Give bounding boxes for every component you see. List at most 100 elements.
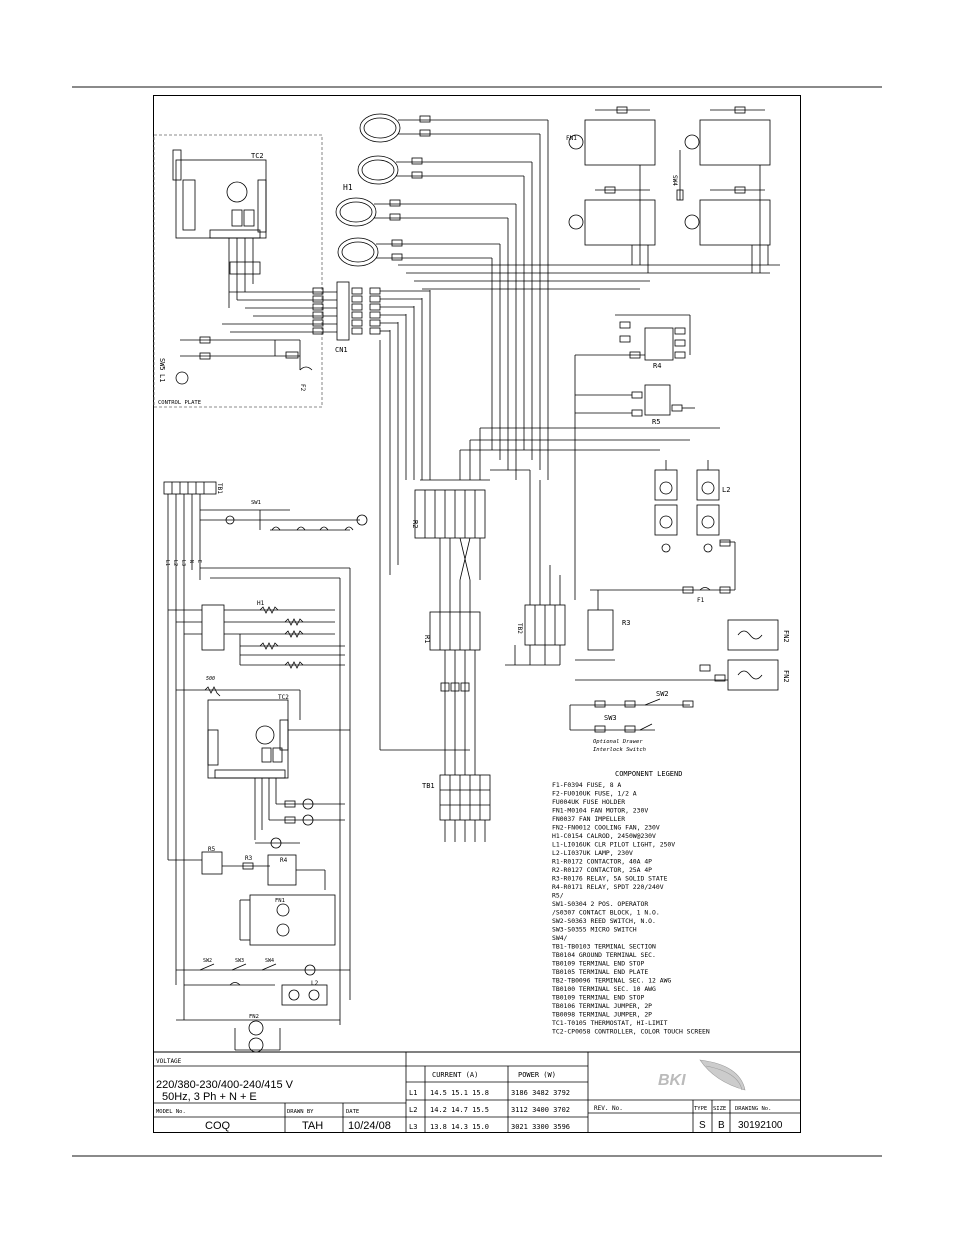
fn2-cooling-fan-1 bbox=[727, 619, 779, 651]
legend-line: SW1-S0304 2 POS. OPERATOR bbox=[552, 900, 648, 908]
legend-line: FU004UK FUSE HOLDER bbox=[552, 798, 625, 806]
voltage-value: 220/380-230/400-240/415 V bbox=[156, 1079, 294, 1091]
row-l1-power: 3186 3482 3792 bbox=[511, 1089, 570, 1097]
label-drawer-note-1: Optional Drawer bbox=[593, 739, 643, 745]
legend-line: FN2-FN0012 COOLING FAN, 230V bbox=[552, 824, 660, 832]
legend-title: COMPONENT LEGEND bbox=[615, 770, 682, 778]
drawn-value: TAH bbox=[302, 1120, 323, 1132]
row-l1-line: L1 bbox=[409, 1089, 417, 1097]
label-h1-top: H1 bbox=[343, 183, 353, 192]
r3-relay bbox=[587, 609, 614, 651]
label-drawer-note-2: Interlock Switch bbox=[593, 747, 646, 753]
label-fn2a: FN2 bbox=[782, 630, 790, 643]
label-l2-bus: L2 bbox=[172, 560, 178, 566]
schematic-frame bbox=[153, 95, 801, 1133]
type-label: TYPE bbox=[694, 1106, 707, 1112]
label-fn1: FN1 bbox=[566, 135, 577, 142]
legend-line: TB0104 GROUND TERMINAL SEC. bbox=[552, 951, 656, 959]
label-n-bus: N bbox=[188, 560, 194, 563]
control-plate-enclosure bbox=[153, 134, 323, 408]
size-value: B bbox=[718, 1120, 725, 1131]
label-r5: R5 bbox=[652, 418, 660, 426]
fn1-fan-block-1 bbox=[584, 119, 656, 166]
legend-line: FN0037 FAN IMPELLER bbox=[552, 815, 625, 823]
label-r2: R2 bbox=[411, 520, 419, 528]
label-fn2b: FN2 bbox=[782, 670, 790, 683]
legend-line: SW2-S0363 REED SWITCH, N.O. bbox=[552, 917, 656, 925]
r5-relay-left bbox=[201, 851, 223, 875]
legend-line: FN1-M0104 FAN MOTOR, 230V bbox=[552, 807, 648, 815]
row-l3-line: L3 bbox=[409, 1123, 417, 1131]
legend-line: F1-F0394 FUSE, 8 A bbox=[552, 781, 621, 789]
label-r1: R1 bbox=[423, 635, 431, 643]
label-r4-left: R4 bbox=[280, 857, 288, 864]
legend-line: TB2-TB0096 TERMINAL SEC. 12 AWG bbox=[552, 977, 671, 985]
drawing-label: DRAWING No. bbox=[735, 1106, 771, 1112]
legend-line: TB0106 TERMINAL JUMPER, 2P bbox=[552, 1002, 652, 1010]
label-r4: R4 bbox=[653, 362, 661, 370]
legend-line: H1-C0154 CALROD, 2450W@230V bbox=[552, 832, 656, 840]
legend-line: TB0098 TERMINAL JUMPER, 2P bbox=[552, 1011, 652, 1019]
r1-contactor bbox=[429, 611, 481, 651]
label-cn1: CN1 bbox=[335, 346, 348, 354]
date-label: DATE bbox=[346, 1109, 359, 1115]
legend-line: SW3-S0355 MICRO SWITCH bbox=[552, 926, 637, 934]
legend-line: SW4/ bbox=[552, 934, 568, 942]
row-l2-line: L2 bbox=[409, 1106, 417, 1114]
label-sw2: SW2 bbox=[656, 690, 669, 698]
label-l1-left: L1 bbox=[158, 374, 166, 382]
legend-line: R3-R0176 RELAY, 5A SOLID STATE bbox=[552, 875, 668, 883]
top-rule bbox=[72, 86, 882, 88]
size-label: SIZE bbox=[713, 1106, 726, 1112]
label-sw4: SW4 bbox=[671, 175, 678, 186]
date-value: 10/24/08 bbox=[348, 1120, 391, 1132]
power-label: POWER (W) bbox=[518, 1071, 556, 1079]
drawing-value: 30192100 bbox=[738, 1120, 783, 1131]
l2-lamp-left bbox=[281, 984, 328, 1006]
label-l3-bus: L3 bbox=[180, 560, 186, 566]
h1-element-1 bbox=[359, 113, 401, 143]
label-r3: R3 bbox=[622, 619, 630, 627]
label-l2: L2 bbox=[722, 486, 730, 494]
row-l2-power: 3112 3400 3702 bbox=[511, 1106, 570, 1114]
legend-line: TB0109 TERMINAL END STOP bbox=[552, 994, 644, 1002]
tb1-terminal-block bbox=[439, 774, 491, 821]
type-value: S bbox=[699, 1120, 706, 1131]
model-label: MODEL No. bbox=[156, 1109, 186, 1115]
r2-contactor-left bbox=[201, 604, 225, 651]
fn2-cooling-fan-2 bbox=[727, 659, 779, 691]
legend-line: R4-R0171 RELAY, SPDT 220/240V bbox=[552, 883, 664, 891]
label-e-bus: E bbox=[196, 560, 202, 563]
label-sw4-left: SW4 bbox=[265, 958, 274, 964]
legend-line: R1-R0172 CONTACTOR, 40A 4P bbox=[552, 858, 652, 866]
label-res500: 500 bbox=[206, 676, 215, 682]
r2-contactor-mid bbox=[414, 489, 486, 539]
rev-label: REV. No. bbox=[594, 1105, 623, 1112]
label-tc2-left: TC2 bbox=[278, 694, 289, 701]
label-fn1-left: FN1 bbox=[275, 898, 285, 904]
cn1-connector bbox=[336, 281, 350, 341]
fn1-fan-block-left bbox=[249, 894, 336, 946]
drawn-label: DRAWN BY bbox=[287, 1109, 314, 1115]
label-f1: F1 bbox=[697, 597, 705, 604]
label-l2-left: L2 bbox=[311, 980, 319, 987]
label-tb1-top: TB1 bbox=[216, 483, 223, 494]
voltage-sub: 50Hz, 3 Ph + N + E bbox=[162, 1091, 257, 1103]
label-sw2-left: SW2 bbox=[203, 958, 212, 964]
title-block: VOLTAGE 220/380-230/400-240/415 V 50Hz, … bbox=[156, 1058, 783, 1132]
label-fn2-left: FN2 bbox=[249, 1014, 259, 1020]
label-r5-left: R5 bbox=[208, 846, 216, 853]
label-sw1: SW1 bbox=[251, 500, 261, 506]
row-l1-current: 14.5 15.1 15.8 bbox=[430, 1089, 489, 1097]
label-tb2: TB2 bbox=[516, 623, 523, 634]
label-f2: F2 bbox=[299, 384, 306, 392]
label-sw3-left: SW3 bbox=[235, 958, 244, 964]
current-label: CURRENT (A) bbox=[432, 1071, 478, 1079]
legend-line: TB1-TB0103 TERMINAL SECTION bbox=[552, 943, 656, 951]
legend-line: L1-LI016UK CLR PILOT LIGHT, 250V bbox=[552, 841, 675, 849]
legend-line: TB0109 TERMINAL END STOP bbox=[552, 960, 644, 968]
legend-line: /S0307 CONTACT BLOCK, 1 N.O. bbox=[552, 909, 660, 917]
label-l1-bus: L1 bbox=[164, 560, 170, 566]
legend-line: R5/ bbox=[552, 892, 564, 900]
